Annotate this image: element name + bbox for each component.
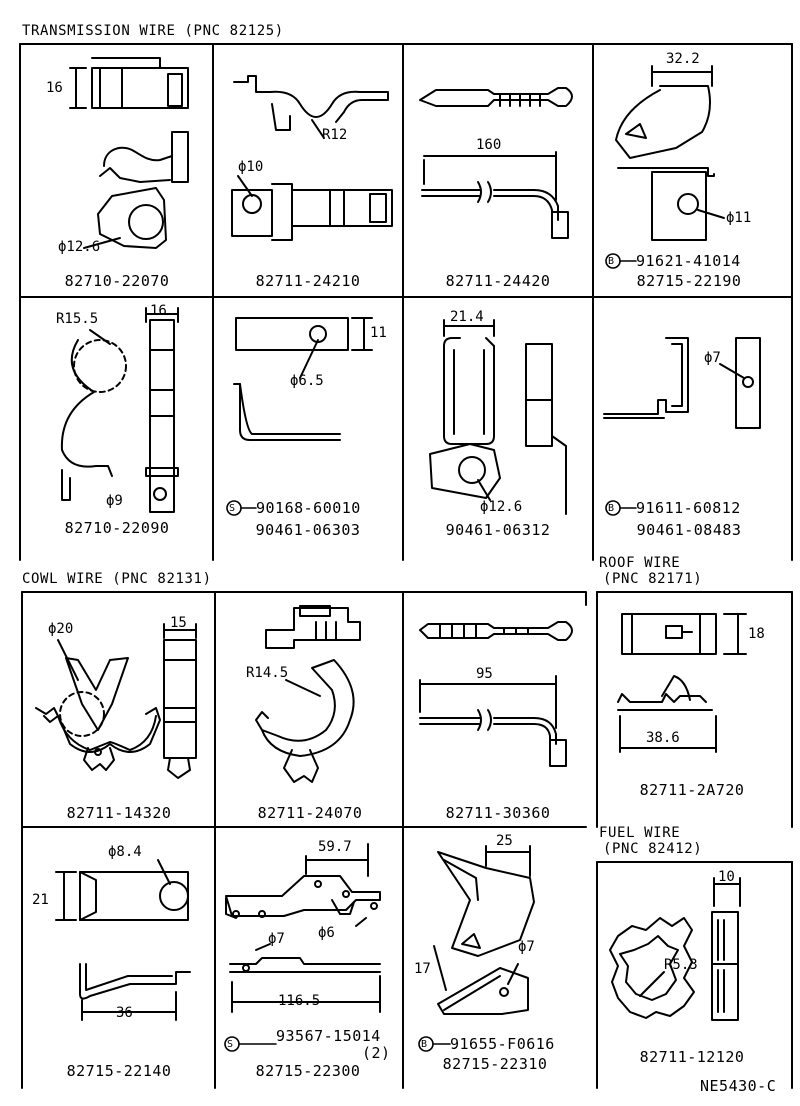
dim-label: 36 <box>116 1005 133 1021</box>
part-number: 90461-06312 <box>445 521 551 539</box>
dim-label: 95 <box>476 666 493 682</box>
part-number: 82711-24210 <box>255 272 361 290</box>
tie-82711-30360 <box>419 621 573 767</box>
dim-label: ϕ7 <box>518 939 535 955</box>
bolt-mark: B <box>421 1039 428 1050</box>
clamp-82711-24210 <box>231 75 393 241</box>
drawing-id: NE5430-C <box>700 1077 777 1095</box>
bolt-mark: S <box>229 503 236 514</box>
dim-label: 15 <box>170 615 187 631</box>
cowl-frame <box>21 591 587 1089</box>
dim-label: ϕ7 <box>268 931 285 947</box>
bolt-mark: S <box>227 1039 234 1050</box>
fuel-frame <box>596 861 793 1089</box>
clamp-82711-24070 <box>255 605 361 783</box>
part-number: 82711-24070 <box>257 804 363 822</box>
dim-label: R14.5 <box>246 665 289 681</box>
clip-82711-12120 <box>609 877 741 1021</box>
bracket-82715-22300 <box>225 843 381 1013</box>
part-number: 82715-22300 <box>255 1062 361 1080</box>
dim-label: 21.4 <box>450 309 484 325</box>
dim-label: ϕ11 <box>726 210 752 226</box>
bolt-number: 91655-F0616 <box>450 1035 555 1053</box>
dim-label: R12 <box>322 127 348 143</box>
dim-label: 160 <box>476 137 502 153</box>
dim-label: 16 <box>46 80 63 96</box>
bolt-mark: B <box>608 503 615 514</box>
dim-label: 11 <box>370 325 387 341</box>
bracket-82715-22310 <box>433 845 535 1015</box>
dim-label: 18 <box>748 626 765 642</box>
dim-label: ϕ6.5 <box>290 373 324 389</box>
part-number: 82715-22190 <box>636 272 742 290</box>
part-number: 82710-22070 <box>64 272 170 290</box>
dim-label: 25 <box>496 833 513 849</box>
clamp-90461-06312 <box>429 319 567 515</box>
transmission-frame <box>19 43 793 561</box>
section-subtitle-fuel: (PNC 82412) <box>603 841 703 857</box>
dim-label: ϕ12.6 <box>58 239 101 255</box>
bolt-number: 91611-60812 <box>636 499 741 517</box>
part-number: 82715-22140 <box>66 1062 172 1080</box>
bolt-markers <box>224 253 637 1052</box>
bracket-90461-08483 <box>603 337 761 429</box>
part-number: 82711-2A720 <box>639 781 745 799</box>
clamp-82710-22070 <box>69 57 189 249</box>
section-title-roof: ROOF WIRE <box>599 555 681 571</box>
dim-label: 116.5 <box>278 993 321 1009</box>
bolt-number: 90168-60010 <box>256 499 361 517</box>
dim-label: ϕ10 <box>238 159 264 175</box>
dim-label: ϕ9 <box>106 493 123 509</box>
roof-frame <box>596 591 793 828</box>
part-number: 82710-22090 <box>64 519 170 537</box>
dim-label: 10 <box>718 869 735 885</box>
part-number: 82711-14320 <box>66 804 172 822</box>
dim-label: R15.5 <box>56 311 99 327</box>
clip-90461-06303 <box>233 317 373 441</box>
dim-label: 59.7 <box>318 839 352 855</box>
bolt-mark: B <box>608 256 615 267</box>
dim-label: ϕ6 <box>318 925 335 941</box>
bracket-82715-22190 <box>615 65 725 241</box>
clamp-82710-22090 <box>60 307 179 513</box>
tie-82711-24420 <box>419 87 573 239</box>
part-number: 82711-12120 <box>639 1048 745 1066</box>
bolt-number: 93567-15014 <box>276 1027 381 1045</box>
dim-label: ϕ7 <box>704 350 721 366</box>
dim-label: 21 <box>32 892 49 908</box>
dim-label: R5.3 <box>664 957 698 973</box>
dim-label: ϕ12.6 <box>480 499 523 515</box>
clip-82711-2A720 <box>617 613 747 753</box>
dim-label: ϕ20 <box>48 621 74 637</box>
dim-label: 16 <box>150 303 167 319</box>
part-number: 82711-30360 <box>445 804 551 822</box>
part-number: 90461-08483 <box>636 521 742 539</box>
dim-label: 38.6 <box>646 730 680 746</box>
bolt-number: 91621-41014 <box>636 252 741 270</box>
section-subtitle-roof: (PNC 82171) <box>603 571 703 587</box>
clip-82715-22140 <box>55 859 191 1021</box>
part-number: 82715-22310 <box>442 1055 548 1073</box>
clamp-82711-14320 <box>35 623 197 779</box>
dim-label: 32.2 <box>666 51 700 67</box>
section-title-transmission: TRANSMISSION WIRE (PNC 82125) <box>22 23 284 39</box>
bolt-qty: (2) <box>362 1044 391 1062</box>
section-title-cowl: COWL WIRE (PNC 82131) <box>22 571 212 587</box>
section-title-fuel: FUEL WIRE <box>599 825 681 841</box>
part-number: 90461-06303 <box>255 521 361 539</box>
dim-label: 17 <box>414 961 431 977</box>
dim-label: ϕ8.4 <box>108 844 142 860</box>
part-number: 82711-24420 <box>445 272 551 290</box>
